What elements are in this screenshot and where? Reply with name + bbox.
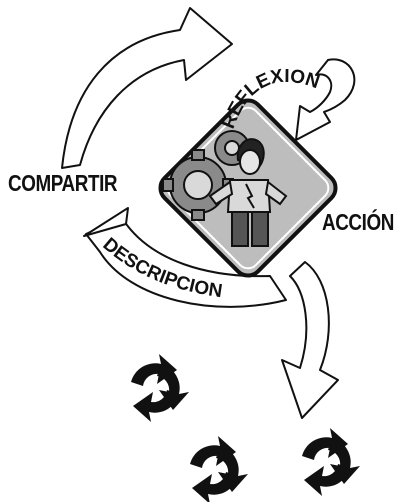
arrow-description-head [83, 207, 129, 237]
recycle-cycle-icon [131, 354, 189, 422]
accion-label: ACCIÓN [322, 209, 394, 235]
recycle-cycle-icon [302, 428, 360, 496]
compartir-label: COMPARTIR [8, 170, 118, 196]
arrow-top-left [61, 7, 233, 169]
arrow-right-down [281, 261, 339, 419]
recycle-cycle-icon [190, 436, 248, 502]
arrow-description-band [85, 217, 287, 308]
person-figure-icon [208, 138, 288, 247]
